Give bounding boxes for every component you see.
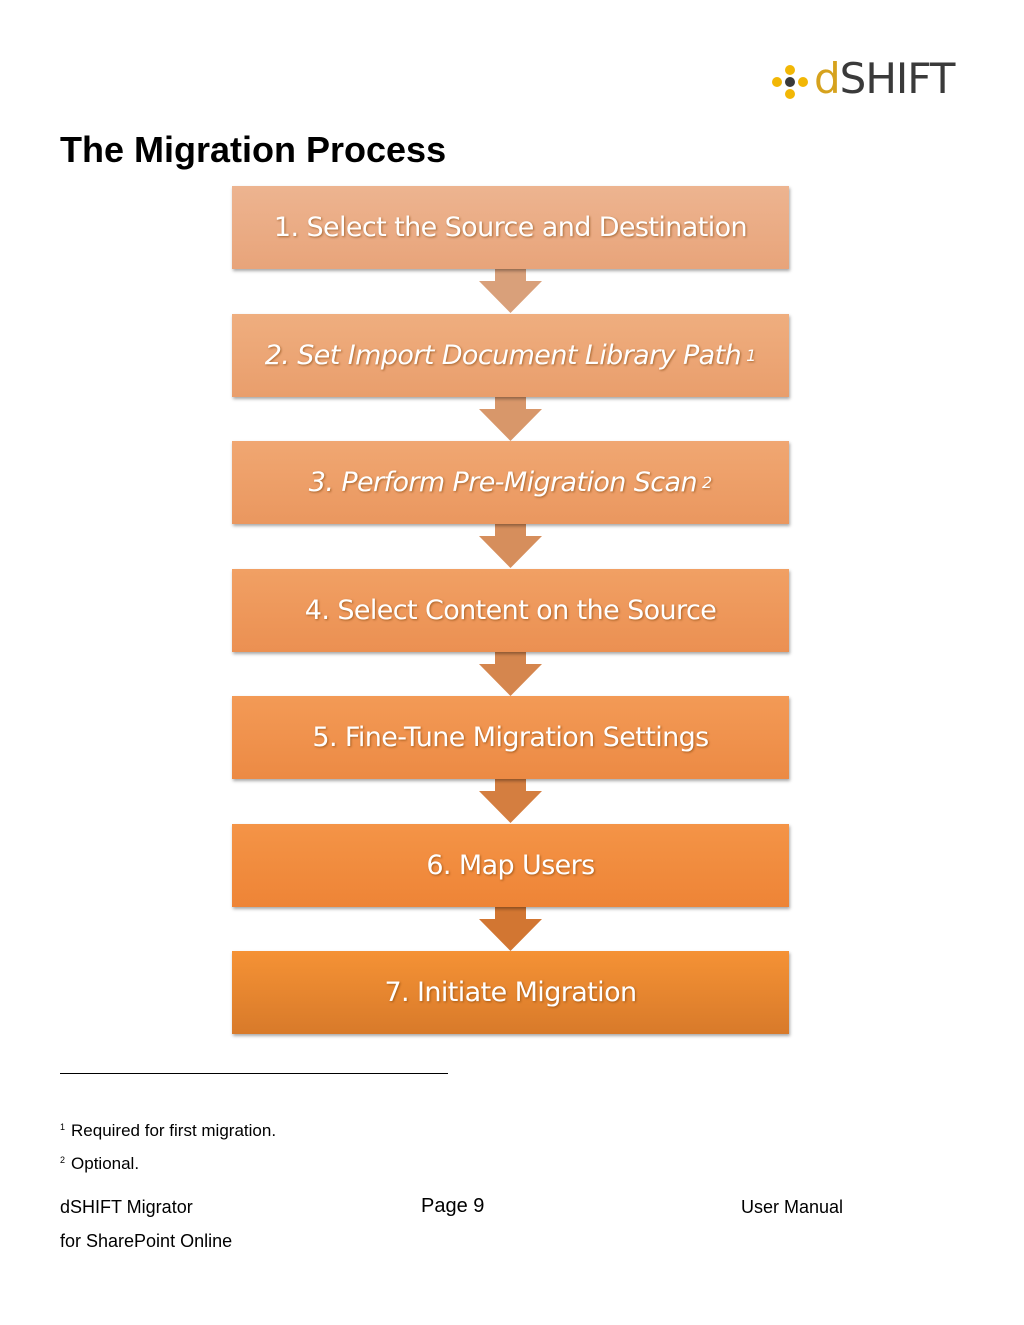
footnote-text: Required for first migration.	[71, 1121, 277, 1140]
flow-step-label: 1. Select the Source and Destination	[273, 212, 748, 243]
logo-wordmark: dSHIFT	[814, 54, 956, 104]
flow-down-arrow-icon	[479, 267, 542, 313]
flow-step-footnote-ref: 2	[702, 473, 713, 492]
flow-down-arrow-icon	[479, 905, 542, 951]
footnote-mark: 2	[60, 1155, 66, 1165]
flow-down-arrow-icon	[479, 777, 542, 823]
flow-step-1: 1. Select the Source and Destination	[232, 186, 789, 269]
flow-step-label: 2. Set Import Document Library Path	[264, 340, 742, 371]
flow-step-label: 5. Fine-Tune Migration Settings	[312, 722, 709, 753]
footnote-1: 1 Required for first migration.	[60, 1121, 276, 1141]
flow-step-label: 7. Initiate Migration	[384, 977, 637, 1008]
flow-step-label: 4. Select Content on the Source	[304, 595, 717, 626]
page-title: The Migration Process	[60, 129, 447, 170]
footer-product-name: dSHIFT Migrator	[60, 1197, 193, 1217]
logo-letter-d: d	[814, 54, 841, 103]
flow-step-5: 5. Fine-Tune Migration Settings	[232, 696, 789, 779]
flow-step-label: 3. Perform Pre-Migration Scan	[308, 467, 698, 498]
process-flowchart: 1. Select the Source and Destination 2. S…	[232, 186, 789, 1036]
footnote-mark: 1	[60, 1122, 66, 1132]
flow-step-label: 6. Map Users	[426, 850, 595, 881]
flow-step-footnote-ref: 1	[746, 346, 757, 365]
logo-letters-shift: SHIFT	[839, 54, 956, 103]
flow-down-arrow-icon	[479, 522, 542, 568]
dshift-logo: dSHIFT	[770, 54, 960, 105]
footer-page-number: Page 9	[421, 1195, 485, 1217]
footnote-divider	[60, 1073, 448, 1074]
flow-step-7: 7. Initiate Migration	[232, 951, 789, 1034]
footnote-text: Optional.	[71, 1154, 140, 1173]
flow-down-arrow-icon	[479, 650, 542, 696]
flow-step-4: 4. Select Content on the Source	[232, 569, 789, 652]
footnote-2: 2 Optional.	[60, 1154, 139, 1174]
flow-down-arrow-icon	[479, 395, 542, 441]
flow-step-6: 6. Map Users	[232, 824, 789, 907]
footer-product-subtitle: for SharePoint Online	[60, 1231, 233, 1251]
dots-logo-icon	[772, 65, 808, 99]
footer-doc-type: User Manual	[741, 1197, 844, 1217]
